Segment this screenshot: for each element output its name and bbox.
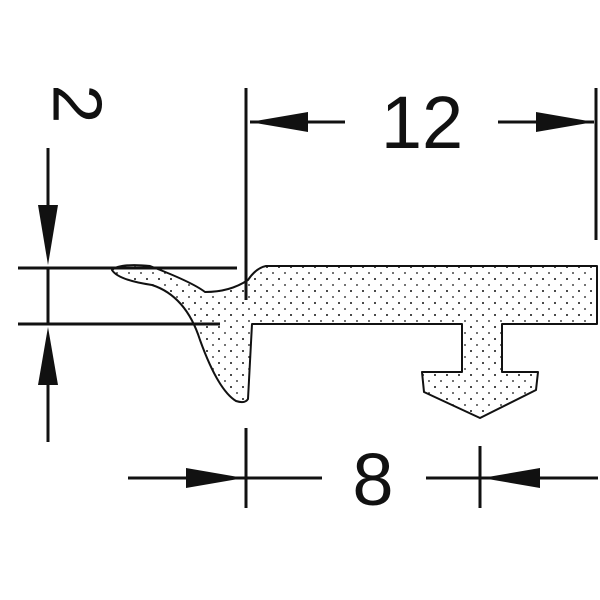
width-label: 12 xyxy=(381,81,463,164)
base-label: 8 xyxy=(352,438,393,521)
width-arrow-right xyxy=(536,112,594,132)
profile-shape xyxy=(111,264,598,419)
thickness-arrow-down xyxy=(38,205,58,265)
thickness-dimension: 2 xyxy=(18,85,237,442)
base-arrow-right xyxy=(482,468,540,488)
base-arrow-left xyxy=(186,468,244,488)
base-dimension: 8 xyxy=(128,428,598,521)
thickness-label: 2 xyxy=(39,85,117,124)
thickness-arrow-up xyxy=(38,327,58,385)
width-dimension: 12 xyxy=(244,81,598,300)
width-arrow-left xyxy=(250,112,308,132)
seal-profile xyxy=(111,264,598,419)
